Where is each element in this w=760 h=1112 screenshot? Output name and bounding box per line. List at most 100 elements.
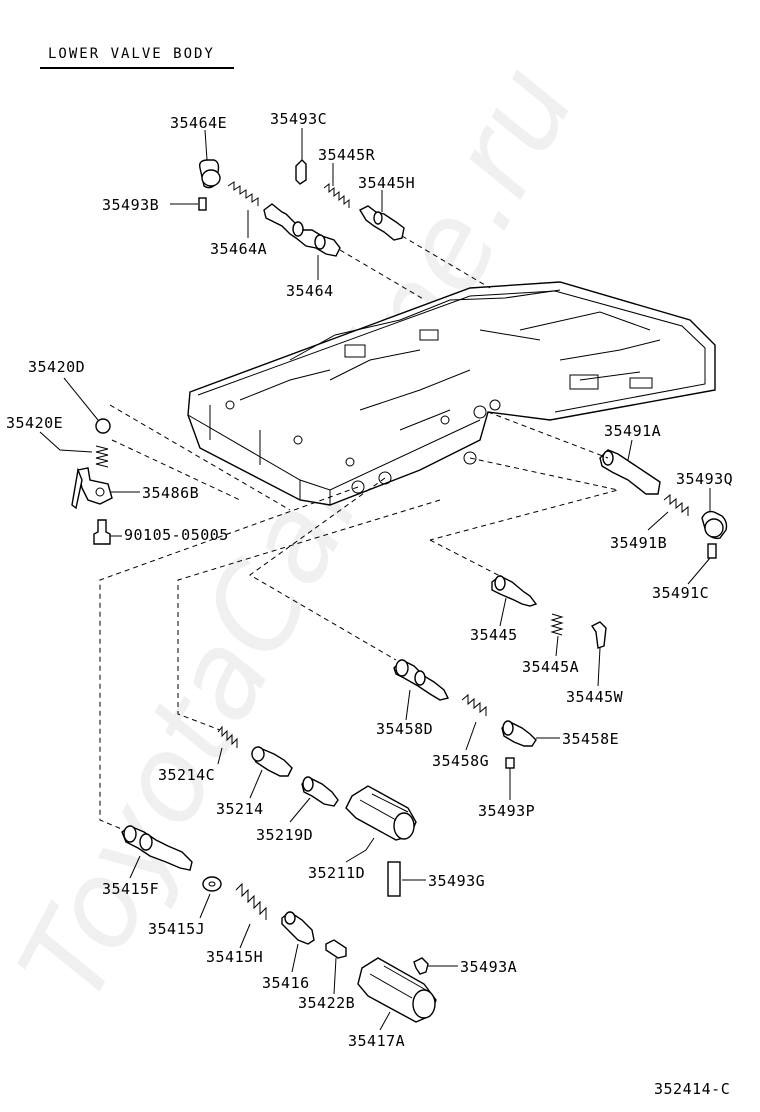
leader-35415h: [239, 923, 251, 949]
valve-35445: [491, 575, 538, 607]
ball-35420d: [95, 418, 111, 434]
dashed-guide-10: [177, 499, 441, 731]
leader-35416: [291, 943, 299, 973]
leader-35420e: [39, 431, 93, 453]
spring-35445a: [550, 613, 564, 636]
dashed-guide-2: [401, 235, 491, 289]
spring-35415h: [235, 882, 267, 920]
part-label-35445a: 35445A: [522, 658, 579, 676]
leader-35464e: [204, 129, 208, 161]
leader-35214: [249, 769, 263, 799]
part-label-35420d: 35420D: [28, 358, 85, 376]
leader-35491a: [627, 439, 633, 461]
part-label-35445h: 35445H: [358, 174, 415, 192]
part-label-35493b: 35493B: [102, 196, 159, 214]
leader-35458d: [405, 689, 411, 721]
sleeve-35417a: [357, 957, 437, 1023]
part-label-35211d: 35211D: [308, 864, 365, 882]
part-label-35493q: 35493Q: [676, 470, 733, 488]
part-label-35214c: 35214C: [158, 766, 215, 784]
leader-35219d: [289, 797, 311, 823]
plug-35416: [281, 911, 315, 945]
leader-35422b: [333, 957, 337, 995]
part-label-35422b: 35422B: [298, 994, 355, 1012]
leader-35417a: [379, 1011, 391, 1031]
pin-35493b: [198, 197, 207, 211]
valve-35464: [263, 203, 341, 257]
valve-35415f: [121, 825, 193, 871]
part-label-35493a: 35493A: [460, 958, 517, 976]
bracket-35486b: [71, 467, 113, 510]
dashed-guide-8: [249, 477, 397, 661]
part-label-35445r: 35445R: [318, 146, 376, 164]
leader-35491c: [687, 557, 711, 585]
dashed-guide-1: [339, 249, 426, 301]
part-label-35416: 35416: [262, 974, 310, 992]
spring-35458g: [461, 693, 487, 716]
pin-35493p: [505, 757, 515, 769]
leader-35420d: [63, 377, 99, 421]
leader-35214c: [217, 747, 223, 765]
plug-35458e: [501, 720, 537, 747]
washer-35415j: [202, 876, 222, 892]
dashed-guide-7: [429, 539, 501, 577]
dashed-guide-6: [429, 457, 619, 541]
leader-35415f: [129, 855, 141, 879]
sleeve-35211d: [345, 785, 417, 841]
part-label-35417a: 35417A: [348, 1032, 405, 1050]
part-label-90105-05005: 90105-05005: [124, 526, 229, 544]
part-label-35415f: 35415F: [102, 880, 159, 898]
part-label-35493c: 35493C: [270, 110, 327, 128]
valve-35445h: [359, 205, 405, 241]
part-label-35415h: 35415H: [206, 948, 263, 966]
part-label-35464: 35464: [286, 282, 334, 300]
part-label-35464e: 35464E: [170, 114, 227, 132]
dashed-guide-4: [111, 439, 241, 501]
cap-35464e: [198, 159, 221, 189]
bolt-90105: [93, 519, 111, 545]
part-label-35420e: 35420E: [6, 414, 63, 432]
watermark: ToyotaCarMine.ru: [0, 43, 601, 1023]
pin-35491c: [707, 543, 717, 559]
part-label-35445: 35445: [470, 626, 518, 644]
part-label-35491a: 35491A: [604, 422, 661, 440]
spring-35464a: [227, 181, 259, 206]
leader-35445a: [555, 635, 559, 657]
pin-35493a: [413, 957, 429, 975]
pin-35445w: [590, 621, 607, 649]
diagram-title: LOWER VALVE BODY: [48, 46, 215, 62]
part-label-35458d: 35458D: [376, 720, 433, 738]
valve-35458d: [393, 659, 450, 701]
part-label-35486b: 35486B: [142, 484, 199, 502]
part-label-35493p: 35493P: [478, 802, 535, 820]
leader-35415j: [199, 893, 211, 919]
spring-35420e: [95, 445, 109, 468]
spring-35445r: [323, 182, 350, 208]
leader-35458g: [465, 721, 477, 751]
dashed-guide-3: [109, 404, 291, 511]
part-label-35214: 35214: [216, 800, 264, 818]
pin-35493c: [295, 159, 307, 185]
part-label-35464a: 35464A: [210, 240, 267, 258]
part-label-35491b: 35491B: [610, 534, 667, 552]
part-label-35491c: 35491C: [652, 584, 709, 602]
plug-35214: [251, 746, 293, 777]
dashed-guide-9: [99, 486, 359, 831]
leader-35211d: [345, 837, 375, 863]
part-label-35415j: 35415J: [148, 920, 205, 938]
leader-35445w: [597, 647, 601, 687]
leader-35491b: [647, 511, 669, 531]
valve-35491a: [599, 449, 661, 495]
spring-35214c: [217, 725, 238, 748]
pin-35422b: [325, 939, 347, 959]
diagram-code: 352414-C: [654, 1080, 730, 1098]
part-label-35458e: 35458E: [562, 730, 619, 748]
part-label-35458g: 35458G: [432, 752, 489, 770]
cap-35493q: [701, 510, 728, 540]
part-label-35445w: 35445W: [566, 688, 624, 706]
plug-35219d: [301, 776, 339, 807]
part-label-35219d: 35219D: [256, 826, 313, 844]
leader-35445: [499, 597, 507, 627]
